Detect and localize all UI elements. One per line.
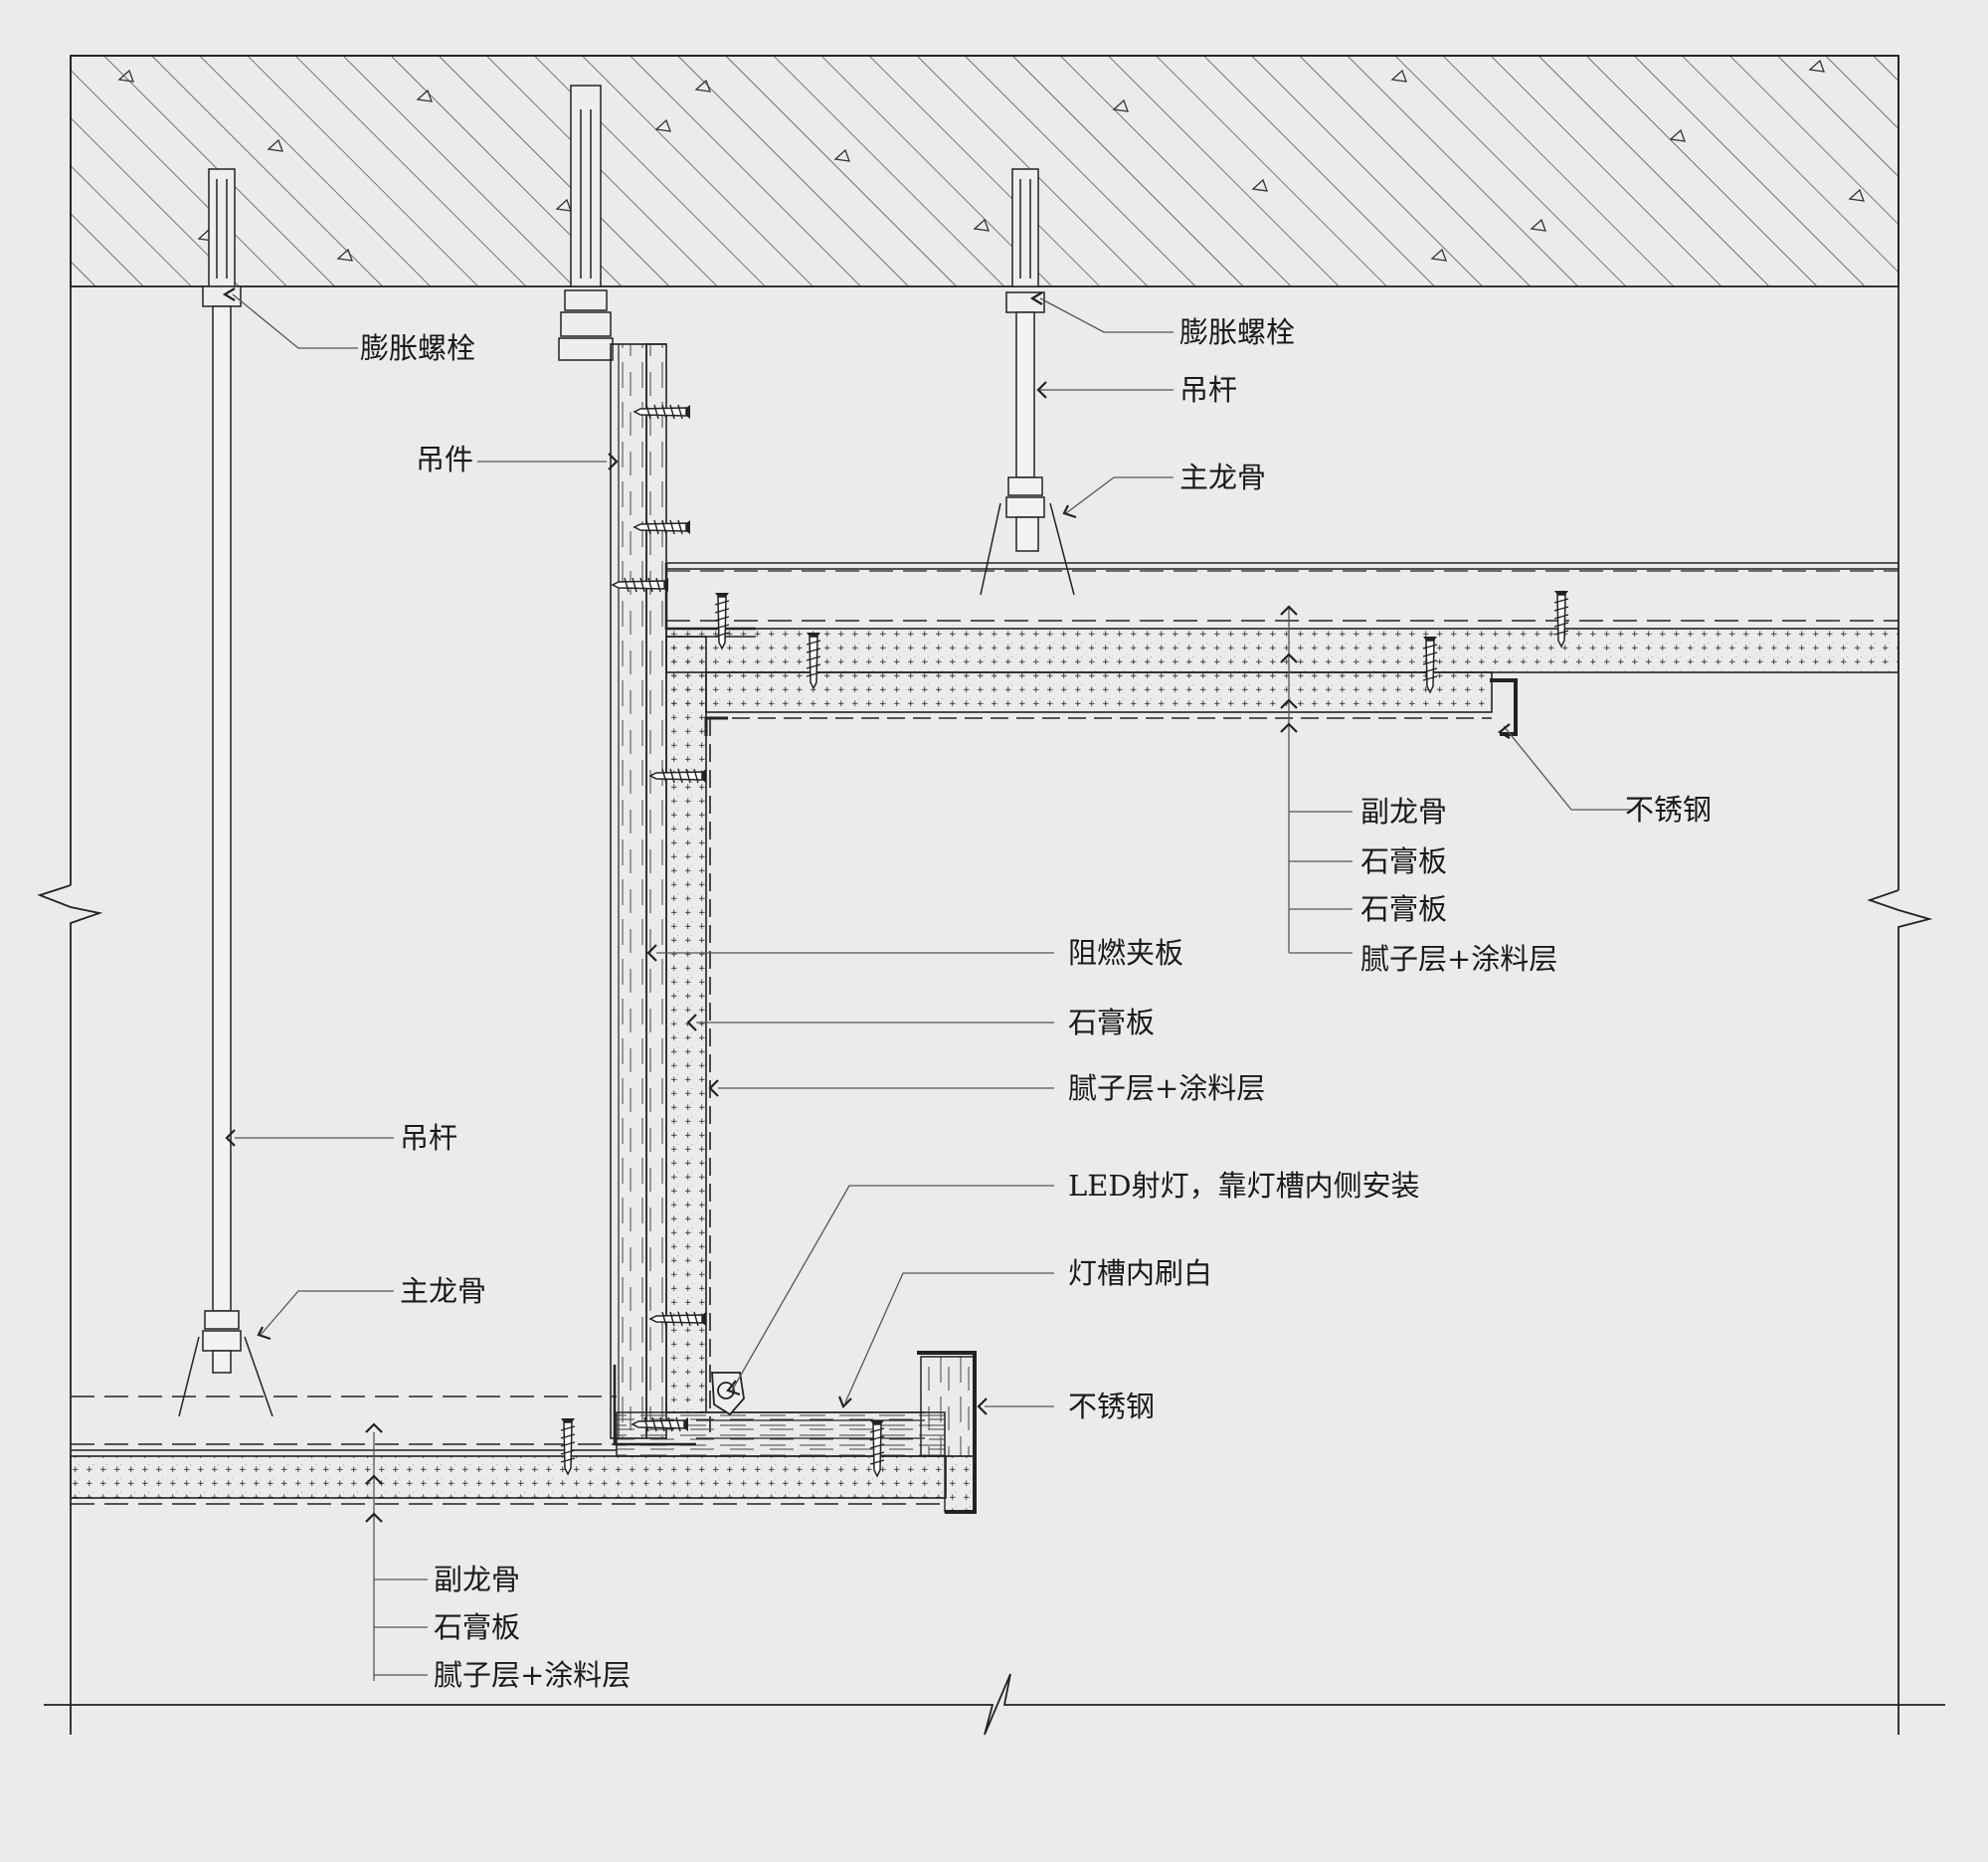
leader-arrowheads (222, 287, 1511, 1523)
label-bottom-putty-paint: 腻子层+涂料层 (434, 1658, 631, 1692)
label-stainless-top: 不锈钢 (1625, 793, 1712, 827)
label-putty-vertical: 腻子层+涂料层 (1068, 1071, 1265, 1105)
expansion-bolt-middle (558, 85, 614, 361)
lower-ceiling (70, 1396, 947, 1505)
label-main-keel-left: 主龙骨 (400, 1274, 486, 1308)
label-hanger-rod-right: 吊杆 (1179, 373, 1237, 407)
leader-lines (232, 293, 1631, 1681)
label-top-gypsum-1: 石膏板 (1360, 844, 1447, 878)
stainless-trim-bottom (917, 1351, 977, 1514)
hanger-rod-right (980, 311, 1075, 596)
label-fire-board: 阻燃夹板 (1068, 936, 1183, 970)
label-stainless-bottom: 不锈钢 (1068, 1390, 1155, 1423)
label-bottom-sub-keel: 副龙骨 (434, 1563, 520, 1596)
label-expansion-bolt-right: 膨胀螺栓 (1179, 315, 1295, 349)
label-top-sub-keel: 副龙骨 (1360, 795, 1447, 829)
label-hanger-piece: 吊件 (416, 443, 473, 476)
label-expansion-bolt-left: 膨胀螺栓 (360, 331, 475, 365)
annotation-labels: 膨胀螺栓 膨胀螺栓 吊杆 主龙骨 吊件 副龙骨 石膏板 石膏板 腻子层+涂料层 … (360, 315, 1712, 1692)
concrete-slab (70, 55, 1899, 287)
stainless-trim-top (1490, 678, 1518, 736)
upper-ceiling (665, 562, 1899, 736)
label-main-keel-right: 主龙骨 (1179, 461, 1266, 494)
label-top-gypsum-2: 石膏板 (1360, 892, 1447, 926)
label-led-spotlight: LED射灯，靠灯槽内侧安装 (1068, 1169, 1420, 1203)
hanger-rod-left (178, 305, 273, 1417)
vertical-gypsum-board (665, 636, 711, 1432)
screws (560, 404, 1569, 1477)
label-gypsum-vertical: 石膏板 (1068, 1006, 1155, 1039)
label-groove-white: 灯槽内刷白 (1068, 1256, 1212, 1290)
expansion-bolt-left (202, 168, 242, 307)
label-bottom-gypsum: 石膏板 (434, 1610, 520, 1644)
hanger-piece (610, 343, 667, 1439)
label-top-putty-paint: 腻子层+涂料层 (1360, 942, 1557, 976)
label-hanger-rod-left: 吊杆 (400, 1121, 457, 1155)
expansion-bolt-right (1005, 168, 1045, 313)
